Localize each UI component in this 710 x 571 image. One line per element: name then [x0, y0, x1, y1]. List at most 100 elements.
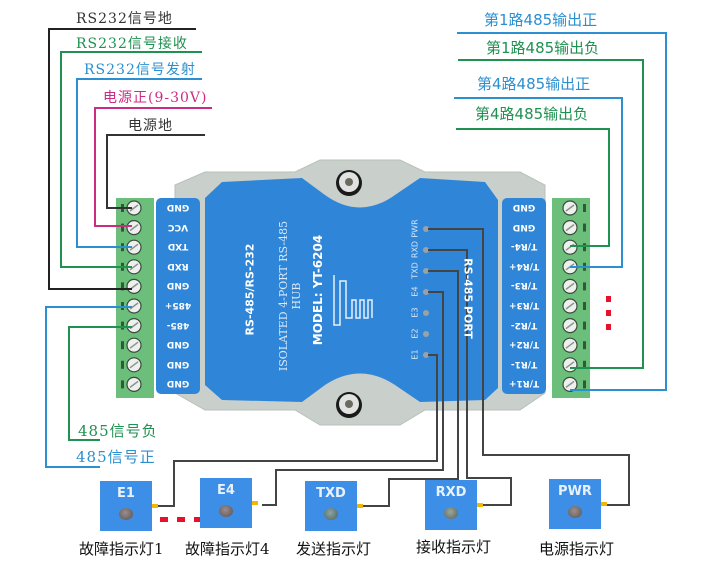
wire-led-txd — [362, 270, 459, 507]
left-wires — [45, 28, 212, 468]
screw-slot — [129, 204, 139, 212]
pin-label: T/R4+ — [508, 260, 540, 271]
indicator-pwr: PWR — [549, 479, 607, 529]
screw-slot — [565, 380, 575, 388]
label-485-plus: 485信号正 — [76, 448, 156, 466]
label-485-minus: 485信号负 — [78, 422, 158, 440]
wire-rs232-txd — [76, 78, 202, 248]
wire-tr1-plus — [457, 32, 667, 391]
label-tr4-minus: 第4路485输出负 — [475, 105, 589, 123]
indicator-e1: E1 — [100, 481, 158, 531]
terminal-slot — [583, 341, 586, 350]
terminal-slot — [121, 360, 124, 369]
device-port-label: RS-485 PORT — [461, 258, 475, 339]
wire-led-pwr — [428, 228, 630, 506]
pin-label: T/R2- — [510, 319, 538, 330]
indicator-code: TXD — [316, 486, 346, 501]
caption-txd: 发送指示灯 — [296, 540, 372, 558]
label-rs232-rxd: RS232信号接收 — [76, 36, 188, 52]
indicator-code: PWR — [558, 484, 592, 499]
led-label: PWR — [410, 219, 420, 238]
device-housing — [156, 159, 546, 426]
pin-label: T/R3+ — [508, 300, 540, 310]
pin-label: T/R1- — [510, 358, 538, 369]
caption-pwr: 电源指示灯 — [539, 540, 615, 558]
led-icon — [119, 508, 133, 520]
right-terminal-block — [552, 198, 590, 398]
terminal-slot — [583, 380, 586, 389]
pin-icon — [601, 502, 607, 506]
pin-label: TXD — [167, 241, 189, 252]
led-icon — [219, 505, 233, 517]
indicator-code: E1 — [117, 486, 135, 501]
label-rs232-txd: RS232信号发射 — [84, 62, 196, 78]
screw-slot — [565, 361, 575, 369]
device-leds — [423, 226, 429, 358]
indicator-txd: TXD — [305, 481, 363, 531]
screw-slot — [129, 263, 139, 271]
caption-rxd: 接收指示灯 — [416, 538, 492, 556]
screw-slot — [565, 322, 575, 330]
screw-slot — [129, 380, 139, 388]
indicator-wires — [156, 228, 630, 507]
device-model: MODEL: YT-6204 — [311, 234, 325, 346]
pin-label: T/R1+ — [508, 378, 540, 389]
label-tr1-minus: 第1路485输出负 — [486, 39, 600, 57]
pin-label: VCC — [167, 221, 189, 232]
screw-slot — [565, 341, 575, 349]
wire-vcc — [94, 107, 212, 227]
screw-slot — [129, 341, 139, 349]
label-power-gnd: 电源地 — [128, 118, 173, 134]
indicator-rxd: RXD — [425, 480, 483, 530]
left-pin-label-strip — [156, 198, 200, 394]
left-terminal-block — [116, 198, 154, 398]
device-line1: RS-485/RS-232 — [243, 243, 257, 336]
pin-label: GND — [166, 202, 190, 212]
pin-label: 485- — [166, 319, 190, 330]
top-screw-icon — [336, 170, 362, 196]
pin-icon — [152, 504, 158, 508]
pin-label: RXD — [167, 260, 189, 271]
label-power-positive: 电源正(9-30V) — [103, 90, 208, 106]
led-icon — [444, 507, 458, 519]
pin-label: T/R4- — [510, 241, 538, 252]
wire-rs232-rxd — [60, 51, 202, 268]
pin-label: GND — [512, 202, 536, 212]
terminal-slot — [121, 282, 124, 291]
pin-label: GND — [512, 221, 536, 232]
ellipsis-dots-vertical — [606, 296, 612, 330]
pin-label: GND — [166, 378, 190, 389]
indicator-code: E4 — [217, 483, 235, 498]
screw-slot — [565, 282, 575, 290]
led-icon — [324, 508, 338, 520]
pin-label: GND — [166, 280, 190, 291]
led-icon — [568, 506, 582, 518]
terminal-slot — [121, 223, 124, 232]
indicator-e4: E4 — [200, 478, 258, 528]
pin-label: T/R3- — [510, 280, 538, 291]
terminal-slot — [583, 243, 586, 252]
screw-slot — [129, 361, 139, 369]
wire-led-e1 — [156, 354, 438, 507]
terminal-slot — [583, 360, 586, 369]
terminal-slot — [583, 321, 586, 330]
indicator-code: RXD — [435, 485, 467, 500]
pin-label: GND — [166, 358, 190, 369]
pin-icon — [252, 501, 258, 505]
terminal-slot — [121, 321, 124, 330]
wire-tr4-plus — [454, 97, 623, 268]
terminal-slot — [583, 223, 586, 232]
wire-485-minus — [68, 326, 132, 441]
terminal-slot — [121, 341, 124, 350]
device-line2: ISOLATED 4-PORT RS-485 HUB — [277, 220, 303, 372]
bottom-screw-icon — [336, 392, 362, 418]
caption-e1: 故障指示灯1 — [79, 540, 164, 558]
wire-tr1-minus — [458, 59, 644, 369]
blue-label-panel — [205, 178, 498, 402]
wire-led-e4 — [262, 291, 444, 506]
label-tr4-plus: 第4路485输出正 — [477, 75, 591, 93]
pin-icon — [477, 503, 483, 507]
pin-label: 485+ — [164, 300, 192, 310]
